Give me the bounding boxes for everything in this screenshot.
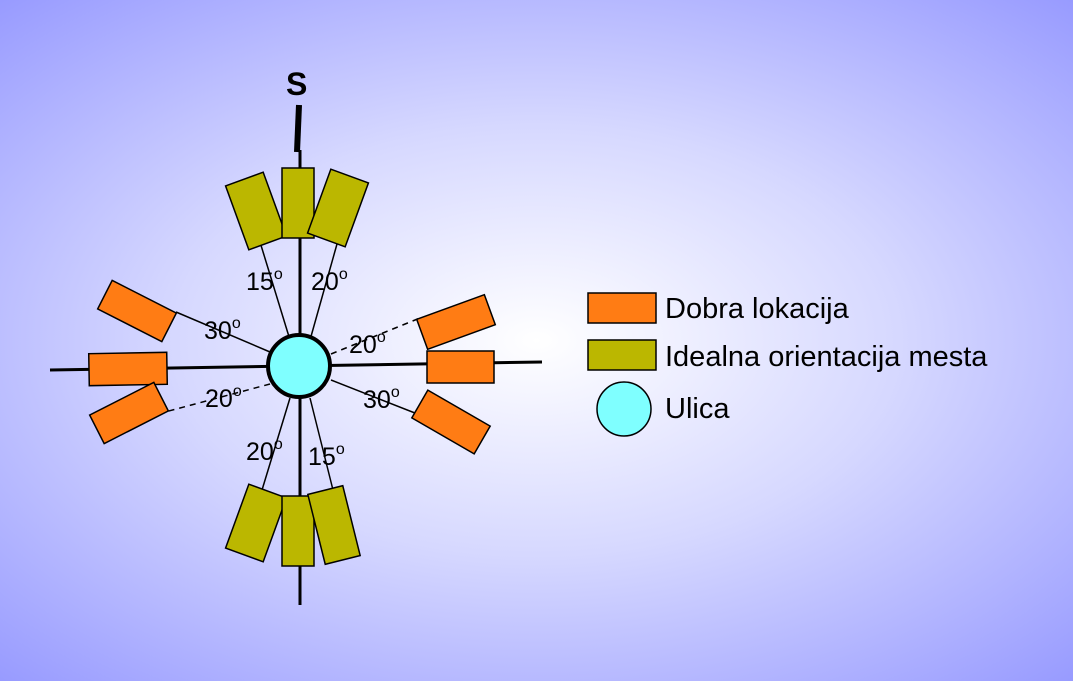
ideal-orientation-rect: [306, 168, 370, 248]
ideal-orientation-rect: [306, 484, 362, 566]
legend-swatch-ideal-orientation: [587, 339, 657, 371]
ideal-orientation-rect: [281, 167, 315, 239]
good-location-rect: [88, 381, 170, 445]
angle-label: 30o: [363, 384, 400, 414]
angle-label: 20o: [246, 436, 283, 466]
angle-rays-dashed: [164, 317, 421, 413]
good-location-rect: [96, 279, 178, 343]
good-location-rect: [87, 351, 169, 387]
ideal-orientation-rect: [224, 171, 288, 251]
street-circle: [266, 333, 332, 399]
ideal-orientation-rect: [224, 483, 288, 563]
legend: Dobra lokacija Idealna orientacija mesta…: [587, 292, 988, 437]
legend-label-street: Ulica: [665, 393, 730, 425]
legend-swatch-good-location: [587, 292, 657, 324]
angle-label: 20o: [311, 266, 348, 296]
angle-label: 15o: [308, 441, 345, 471]
angle-label: 20o: [349, 329, 386, 359]
legend-swatch-street: [596, 381, 652, 437]
ideal-orientation-rect: [281, 495, 315, 567]
good-location-rect: [415, 293, 497, 351]
good-location-rect: [410, 389, 492, 455]
angle-rays-solid: [175, 241, 421, 491]
north-pointer: [294, 104, 302, 153]
angle-label: 15o: [246, 266, 283, 296]
legend-label-good-location: Dobra lokacija: [665, 293, 850, 325]
angle-label: 20o: [205, 383, 242, 413]
north-label: S: [286, 66, 307, 102]
legend-label-ideal-orientation: Idealna orientacija mesta: [665, 341, 988, 373]
angle-label: 30o: [204, 315, 241, 345]
good-location-rect: [426, 350, 495, 384]
